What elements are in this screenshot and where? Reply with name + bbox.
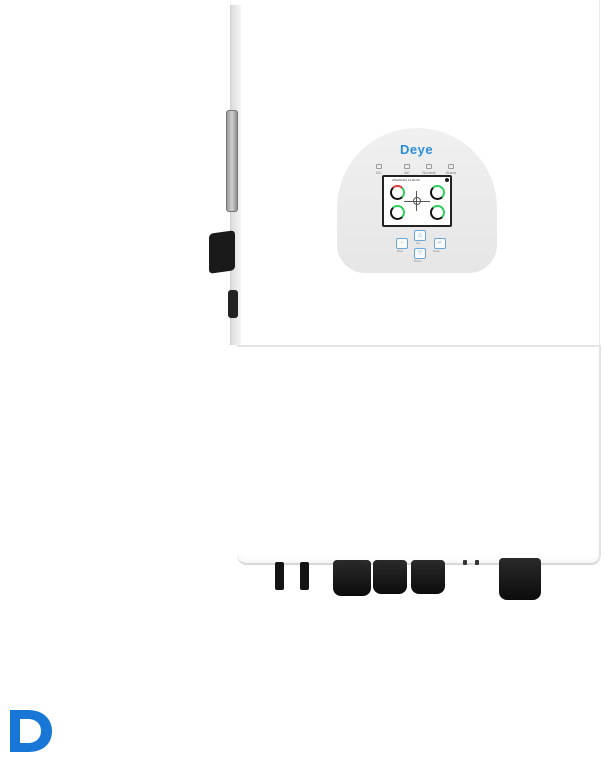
inverter-node-icon: [413, 197, 421, 205]
cable-gland-1: [333, 560, 371, 596]
screen-content: 2022/01/01 12:00:00: [384, 177, 450, 225]
cable-gland-3: [411, 560, 445, 594]
pv-connector-1: [275, 562, 284, 590]
battery-gauge-icon: [390, 205, 405, 220]
pv-connector-2: [300, 562, 309, 590]
deye-d-logo-icon: [10, 710, 52, 752]
port-hole-1: [463, 560, 467, 565]
pv-gauge-icon: [390, 185, 405, 200]
indicator-ac: AC: [398, 164, 416, 175]
inverter-lower-body: [237, 345, 601, 565]
screen-header: 2022/01/01 12:00:00: [392, 178, 420, 182]
dc-switch-knob: [209, 230, 235, 274]
enter-icon[interactable]: ↵: [434, 238, 446, 249]
load-gauge-icon: [430, 205, 445, 220]
up-icon[interactable]: △: [414, 230, 426, 241]
grid-gauge-icon: [430, 185, 445, 200]
indicator-dc: DC: [370, 164, 388, 175]
lcd-screen: 2022/01/01 12:00:00: [382, 175, 452, 227]
port-hole-2: [475, 560, 479, 565]
cable-gland-4: [499, 558, 541, 600]
cable-gland-2: [373, 560, 407, 594]
indicator-normal: Normal: [420, 164, 438, 175]
key-label-enter: Enter: [433, 249, 441, 253]
indicator-alarm: Alarm: [442, 164, 460, 175]
keypad: ‹ ESC △ Up ▽ Down ↵ Enter: [390, 230, 450, 270]
settings-icon: [445, 178, 449, 182]
side-handle: [226, 110, 238, 212]
status-indicators: DC AC Normal Alarm: [370, 164, 470, 176]
down-icon[interactable]: ▽: [414, 248, 426, 259]
side-port: [228, 290, 238, 318]
deye-logo: Deye: [400, 142, 434, 157]
back-icon[interactable]: ‹: [396, 238, 408, 249]
key-label-up: Up: [416, 241, 420, 245]
key-label-down: Down: [414, 259, 422, 263]
key-label-esc: ESC: [397, 249, 404, 253]
